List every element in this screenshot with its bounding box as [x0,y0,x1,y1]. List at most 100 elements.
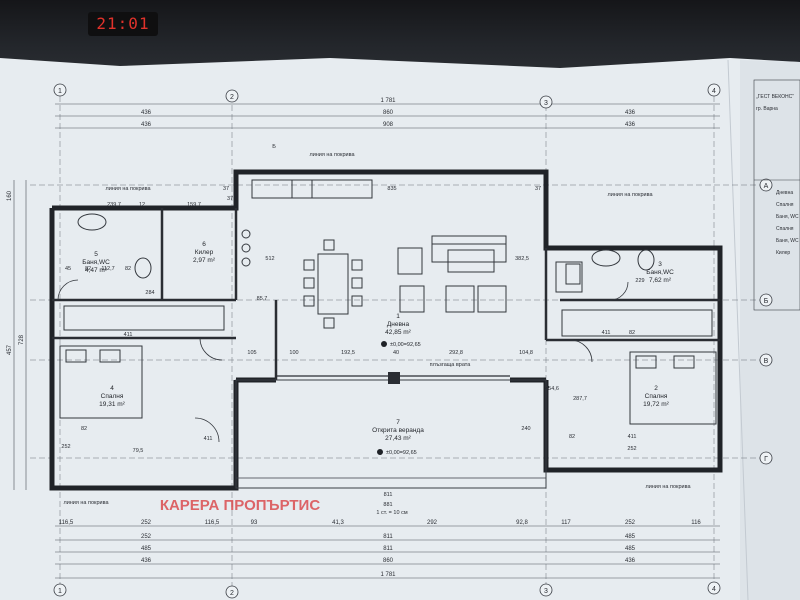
dim-bot-7: 92,8 [516,520,528,526]
room-1-number: 1 [396,313,400,320]
watermark-text: КАРЕРА ПРОПЪРТИС [160,497,321,514]
interior-dimension-label: 811 [384,492,393,498]
dim-bot-17: 436 [141,558,152,564]
legend-item-2: Спалня [776,202,794,208]
dim-bot-4: 93 [251,520,258,526]
interior-dimension-label: 37 [227,196,233,202]
interior-dimension-label: 82 [81,426,87,432]
dim-top-c: 436 [625,110,636,116]
dim-bot-11: 252 [141,534,152,540]
level-mark-veranda: ±0,00=92,65 [386,450,417,456]
axis-label-col-3-bottom: 3 [544,588,548,595]
room-7-area: 27,43 m² [385,435,411,442]
dim-bot-2: 252 [141,520,152,526]
dim-bot-3: 116,5 [205,520,220,526]
roof-line-label-5: линия на покрива [645,484,691,490]
dim-bot-18: 860 [383,558,394,564]
room-2-number: 2 [654,385,658,392]
room-7-number: 7 [396,419,400,426]
dim-bot-5: 41,3 [332,520,344,526]
room-1-area: 42,85 m² [385,329,411,336]
dim-bot-1: 116,5 [59,520,74,526]
interior-dimension-label: 192,5 [341,350,355,356]
room-3-area: 7,62 m² [649,277,672,284]
interior-dimension-label: 835 [387,186,396,192]
dim-top-f: 436 [625,122,636,128]
roof-line-label-4: линия на покрива [63,500,109,506]
room-2-area: 19,72 m² [643,401,669,408]
axis-label-col-4-bottom: 4 [712,586,716,593]
axis-label-row-1: А [764,183,769,190]
dim-left-1: 160 [7,190,13,201]
section-mark-label: Б [272,144,276,150]
interior-dimension-label: 284 [145,290,154,296]
interior-dimension-label: 512 [265,256,274,262]
dim-bot-12: 811 [383,534,393,540]
dim-bot-13: 485 [625,534,636,540]
roof-line-label-2: линия на покрива [309,152,355,158]
room-7-name: Открита веранда [372,427,424,434]
interior-dimension-label: 411 [124,332,133,338]
dim-bot-8: 117 [561,520,571,526]
room-5-area: 4,47 m² [85,267,108,274]
dim-bot-19: 436 [625,558,636,564]
room-4-name: Спалня [101,393,124,400]
axis-label-row-2: Б [764,298,769,305]
interior-dimension-label: 411 [602,330,611,336]
dashboard-clock: 21:01 [88,12,158,36]
interior-dimension-label: 252 [627,446,636,452]
interior-dimension-label: 104,8 [519,350,533,356]
interior-dimension-label: 100 [289,350,298,356]
axis-label-col-1: 1 [58,88,62,95]
dim-bot-16: 485 [625,546,636,552]
interior-dimension-label: 239,7 [107,202,121,208]
sliding-door-label: плъзгаща врата [430,362,472,368]
interior-dimension-label: 45 [65,266,71,272]
level-mark-living: ±0,00=92,65 [390,342,421,348]
interior-dimension-label: 82 [629,330,635,336]
interior-dimension-label: 79,5 [133,448,144,454]
legend-item-1: Дневна [776,190,793,196]
axis-label-row-3: В [764,358,769,365]
room-6-area: 2,97 m² [193,257,216,264]
room-5-number: 5 [94,251,98,258]
interior-dimension-label: 159,7 [187,202,201,208]
dim-left-3: 728 [19,334,25,345]
dim-bot-15: 811 [383,546,393,552]
dim-top-e: 908 [383,122,394,128]
axis-label-col-3: 3 [544,100,548,107]
interior-dimension-label: 85,7 [257,296,268,302]
legend-header-2: гр. Варна [756,106,778,112]
dim-top-a: 436 [141,110,152,116]
axis-label-col-2: 2 [230,94,234,101]
interior-dimension-label: 382,5 [515,256,529,262]
dim-bot-6: 292 [427,520,438,526]
scale-label: 1 ст. = 10 см [376,510,407,516]
legend-item-4: Спалня [776,226,794,232]
roof-line-label-3: линия на покрива [607,192,653,198]
interior-dimension-label: 40 [393,350,399,356]
interior-dimension-label: 37 [535,186,541,192]
dim-bot-14: 485 [141,546,152,552]
legend-item-5: Баня, WC [776,238,799,244]
interior-dimension-label: 411 [204,436,213,442]
room-5-name: Баня,WC [82,259,110,266]
legend-item-3: Баня, WC [776,214,799,220]
legend-header-1: „ГЕСТ ВЕКОНС“ [756,94,794,100]
interior-dimension-label: 12 [139,202,145,208]
room-3-number: 3 [658,261,662,268]
axis-label-col-1-bottom: 1 [58,588,62,595]
room-2-name: Спалня [645,393,668,400]
room-3-name: Баня,WC [646,269,674,276]
level-mark-icon [381,341,387,347]
interior-dimension-label: 82 [125,266,131,272]
axis-label-row-4: Г [764,456,768,463]
interior-dimension-label: 112,7 [101,266,114,272]
legend-item-6: Килер [776,250,790,256]
dim-total-top: 1 781 [380,98,396,104]
room-1-name: Дневна [387,321,410,328]
dim-top-b: 860 [383,110,394,116]
interior-dimension-label: 229 [635,278,644,284]
interior-dimension-label: 240 [521,426,530,432]
